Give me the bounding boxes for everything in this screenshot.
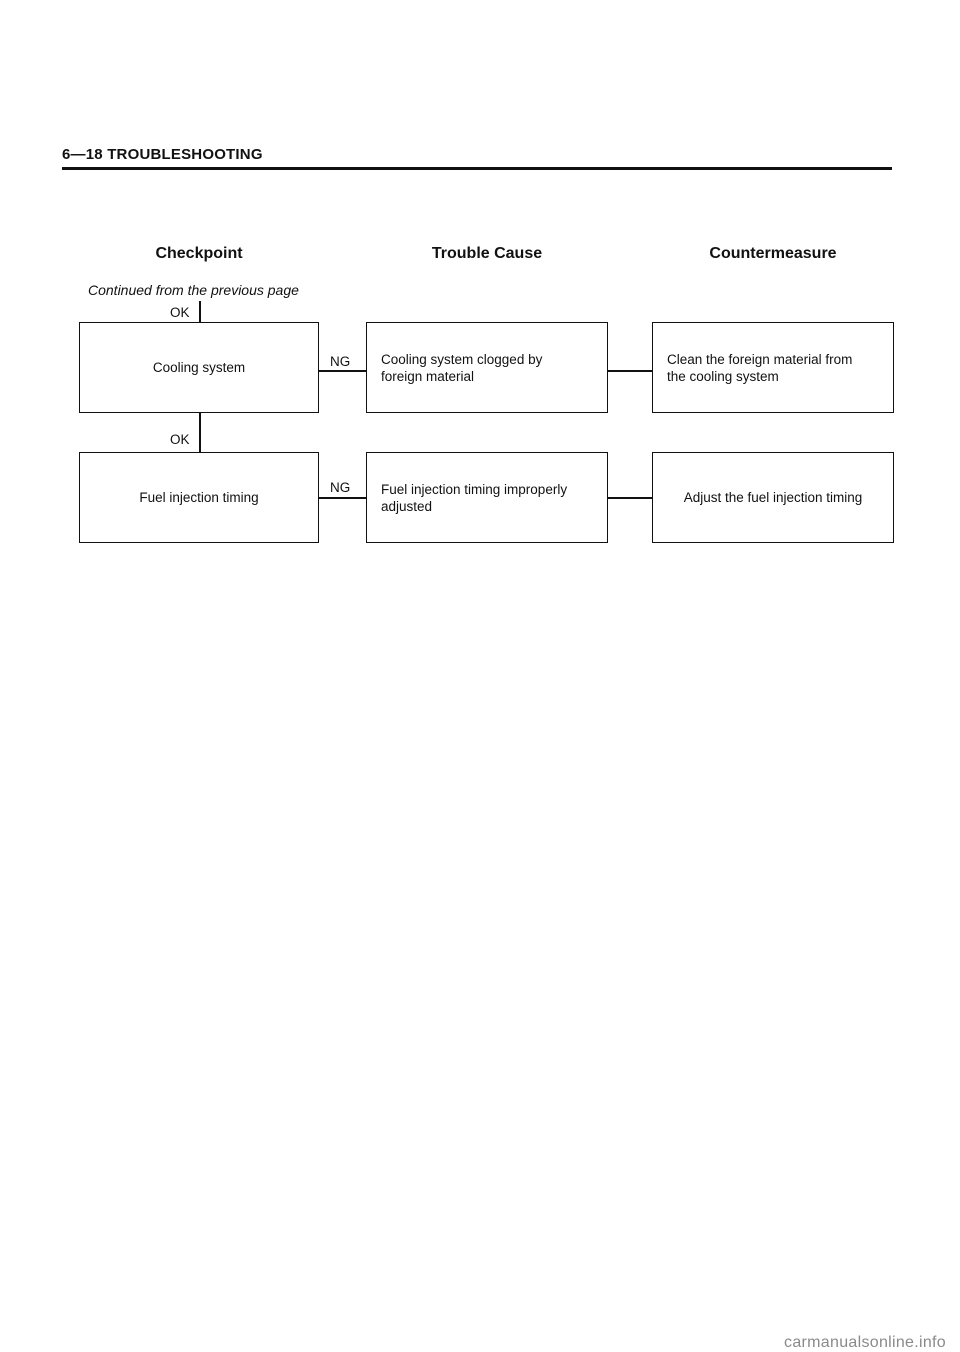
checkpoint-text: Fuel injection timing <box>139 490 259 505</box>
ng-label: NG <box>330 354 351 369</box>
checkpoint-box-fuel-injection-timing: Fuel injection timing <box>79 452 319 543</box>
ng-label: NG <box>330 480 351 495</box>
cause-connector <box>608 370 652 372</box>
cause-box-cooling-system: Cooling system clogged by foreign materi… <box>366 322 608 413</box>
continued-note: Continued from the previous page <box>88 282 299 298</box>
countermeasure-text: Adjust the fuel injection timing <box>683 490 863 505</box>
cause-connector <box>608 497 652 499</box>
cause-text: Fuel injection timing improperly adjuste… <box>381 481 568 514</box>
column-heading-countermeasure: Countermeasure <box>709 245 837 262</box>
ok-label: OK <box>170 432 190 447</box>
checkpoint-text: Cooling system <box>152 360 246 375</box>
flow-connector <box>199 413 201 453</box>
checkpoint-box-cooling-system: Cooling system <box>79 322 319 413</box>
watermark: carmanualsonline.info <box>784 1334 946 1351</box>
ok-label: OK <box>170 305 190 320</box>
page-title: 6—18 TROUBLESHOOTING <box>62 146 263 163</box>
countermeasure-text: Clean the foreign material from the cool… <box>667 351 853 384</box>
cause-text: Cooling system clogged by foreign materi… <box>381 351 543 384</box>
cause-box-fuel-injection-timing: Fuel injection timing improperly adjuste… <box>366 452 608 543</box>
header-rule <box>62 167 892 170</box>
ng-connector <box>319 497 366 499</box>
flow-connector <box>199 301 201 323</box>
column-heading-checkpoint: Checkpoint <box>155 245 243 262</box>
column-heading-trouble-cause: Trouble Cause <box>431 245 543 262</box>
countermeasure-box-fuel-injection-timing: Adjust the fuel injection timing <box>652 452 894 543</box>
countermeasure-box-cooling-system: Clean the foreign material from the cool… <box>652 322 894 413</box>
ng-connector <box>319 370 366 372</box>
